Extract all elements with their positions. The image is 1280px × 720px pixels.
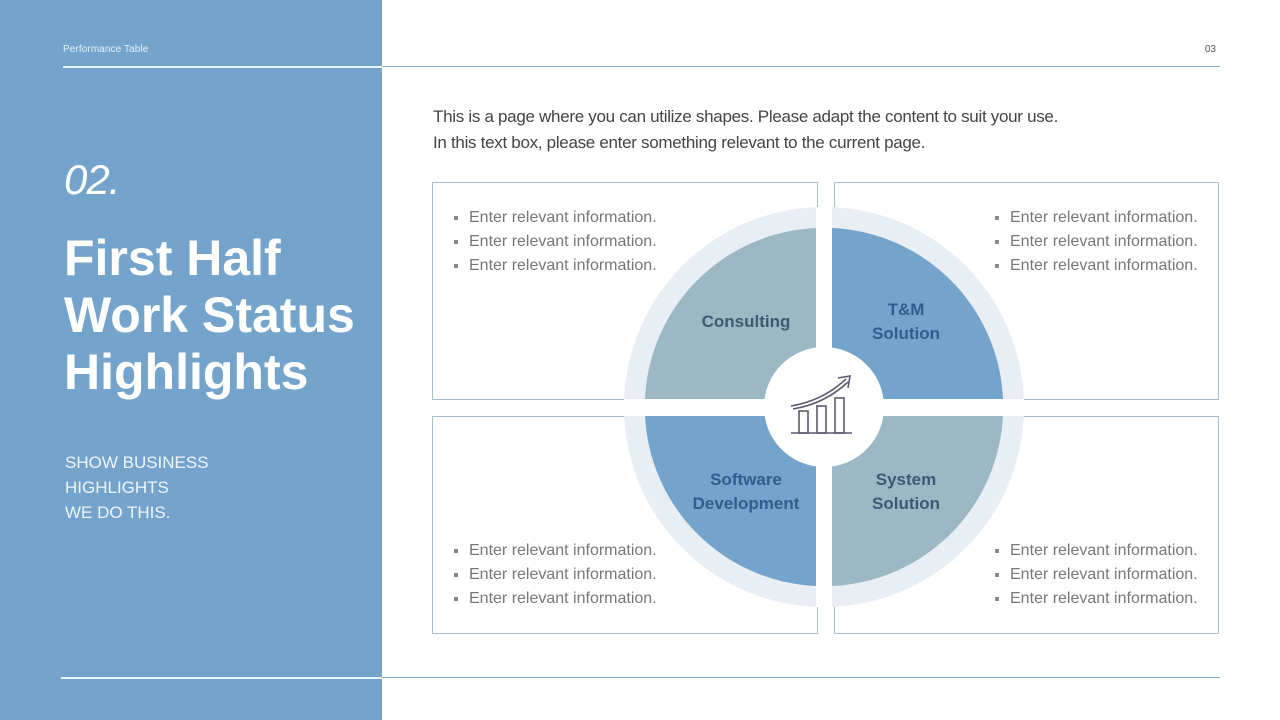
- list-item: Enter relevant information.: [995, 206, 1198, 230]
- label-line: T&M: [887, 300, 925, 319]
- title-line: First Half: [64, 230, 281, 286]
- label-line: Consulting: [701, 312, 791, 331]
- list-item: Enter relevant information.: [995, 587, 1198, 611]
- intro-text: This is a page where you can utilize sha…: [433, 104, 1058, 156]
- center-circle: [764, 347, 884, 467]
- list-item: Enter relevant information.: [995, 230, 1198, 254]
- quadrant-system-solution: [832, 415, 1003, 586]
- label-line: Development: [692, 494, 800, 513]
- quadrant-software-development: [645, 415, 816, 586]
- list-item: Enter relevant information.: [454, 206, 657, 230]
- label-line: Software: [710, 470, 782, 489]
- growth-chart-icon: [790, 375, 852, 434]
- label-line: Solution: [872, 324, 940, 343]
- list-item: Enter relevant information.: [995, 539, 1198, 563]
- label-tm-solution: T&M Solution: [846, 298, 966, 346]
- intro-line: This is a page where you can utilize sha…: [433, 107, 1059, 126]
- label-consulting: Consulting: [686, 310, 806, 334]
- bullet-list-tm-solution: Enter relevant information. Enter releva…: [995, 206, 1198, 278]
- quadrant-tm-solution: [832, 228, 1003, 399]
- list-item: Enter relevant information.: [454, 254, 657, 278]
- quadrant-consulting: [645, 228, 816, 399]
- title-line: Highlights: [64, 344, 309, 400]
- list-item: Enter relevant information.: [454, 230, 657, 254]
- bullet-list-system-solution: Enter relevant information. Enter releva…: [995, 539, 1198, 611]
- bullet-list-software-development: Enter relevant information. Enter releva…: [454, 539, 657, 611]
- bottom-divider-right: [382, 677, 1220, 678]
- subtitle-line: HIGHLIGHTS: [65, 478, 169, 497]
- list-item: Enter relevant information.: [995, 254, 1198, 278]
- section-number: 02.: [64, 156, 120, 203]
- intro-line: In this text box, please enter something…: [433, 133, 926, 152]
- label-system-solution: System Solution: [846, 468, 966, 516]
- quadrant-diagram: [624, 207, 1024, 607]
- bottom-divider-left: [61, 677, 382, 679]
- title-line: Work Status: [64, 287, 355, 343]
- page-number: 03: [1204, 44, 1216, 55]
- label-line: System: [875, 470, 937, 489]
- top-divider-left: [63, 66, 382, 68]
- header-label: Performance Table: [63, 44, 149, 55]
- top-divider-right: [382, 66, 1220, 67]
- page-title: First Half Work Status Highlights: [64, 230, 355, 401]
- subtitle-line: SHOW BUSINESS: [65, 453, 209, 472]
- bullet-list-consulting: Enter relevant information. Enter releva…: [454, 206, 657, 278]
- list-item: Enter relevant information.: [454, 587, 657, 611]
- list-item: Enter relevant information.: [454, 539, 657, 563]
- list-item: Enter relevant information.: [454, 563, 657, 587]
- list-item: Enter relevant information.: [995, 563, 1198, 587]
- label-software-development: Software Development: [686, 468, 806, 516]
- label-line: Solution: [872, 494, 940, 513]
- subtitle: SHOW BUSINESS HIGHLIGHTS WE DO THIS.: [65, 450, 209, 525]
- left-panel: [0, 0, 382, 720]
- subtitle-line: WE DO THIS.: [65, 503, 171, 522]
